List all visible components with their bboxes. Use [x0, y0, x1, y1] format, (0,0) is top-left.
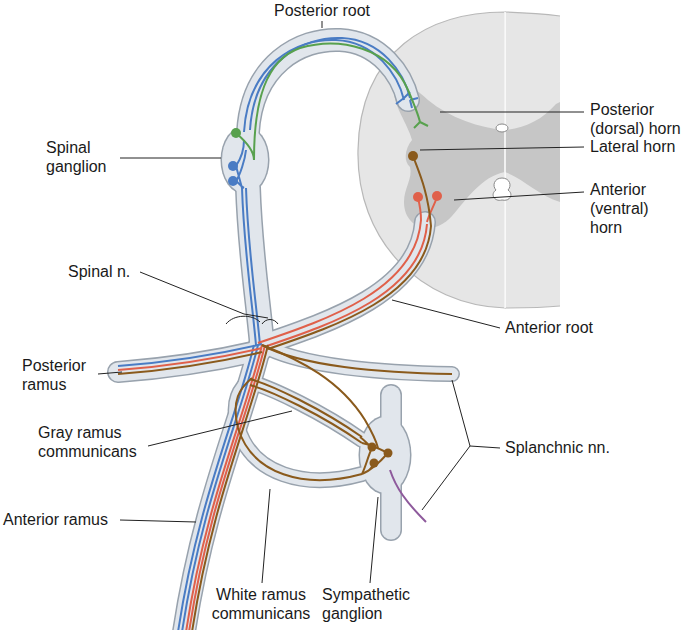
motor-fibre	[118, 197, 437, 630]
leader-line	[98, 21, 584, 583]
sensory-neuron	[228, 176, 238, 186]
central-canal	[496, 124, 508, 132]
sympathetic-neuron	[370, 459, 379, 468]
part-label: Sympathetic ganglion	[322, 585, 434, 623]
part-label: Spinal n.	[68, 262, 148, 281]
sensory-neuron	[228, 161, 238, 171]
part-label: Posterior ramus	[22, 356, 100, 394]
ganglion-neuron	[231, 128, 241, 138]
part-label: Splanchnic nn.	[505, 438, 635, 457]
gray-matter	[394, 83, 505, 228]
nerve-sheath-outline	[118, 40, 452, 630]
part-label: Lateral horn	[590, 137, 696, 156]
part-label: Anterior (ventral) horn	[590, 180, 672, 237]
sensory-fibre	[118, 38, 418, 630]
spinal-ganglion-body	[222, 127, 268, 193]
motor-neuron	[432, 191, 442, 201]
sympathetic-neuron	[368, 443, 377, 452]
part-label: Anterior root	[505, 318, 635, 337]
autonomic-fibre	[118, 156, 452, 630]
autonomic-neuron	[408, 151, 418, 161]
interneuron-fibre	[237, 44, 428, 160]
part-label: White ramus communicans	[205, 585, 317, 623]
part-label: Posterior (dorsal) horn	[590, 100, 696, 138]
sympathetic-ganglion-body	[360, 417, 410, 493]
sympathetic-neuron	[384, 449, 393, 458]
part-label: Posterior root	[274, 1, 394, 20]
motor-neuron	[413, 192, 423, 202]
part-label: Gray ramus communicans	[38, 423, 150, 461]
splanchnic-fibre	[390, 470, 426, 522]
nerve-sheath	[118, 40, 452, 630]
part-label: Spinal ganglion	[46, 138, 121, 176]
part-label: Anterior ramus	[3, 510, 133, 529]
